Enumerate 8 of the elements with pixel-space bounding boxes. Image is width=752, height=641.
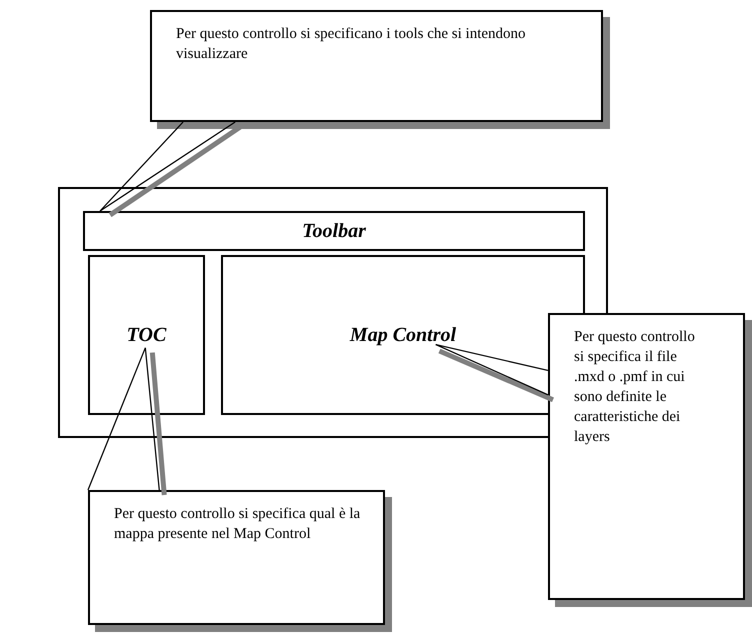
control-panel [88, 255, 205, 415]
control-panel [83, 211, 585, 251]
control-label: TOC [126, 323, 166, 348]
control-label: Toolbar [302, 219, 366, 244]
callout-text: Per questo controllo si specifica qual è la mappa presente nel Map Control [114, 505, 362, 544]
callout-text: Per questo controllo si specifica il file .mxd o .pmf in cui sono definite le caratteristiche dei layers [574, 328, 696, 447]
control-label: Map Control [350, 323, 456, 348]
callout-text: Per questo controllo si specificano i tools che si intendono visualizzare [176, 25, 527, 64]
